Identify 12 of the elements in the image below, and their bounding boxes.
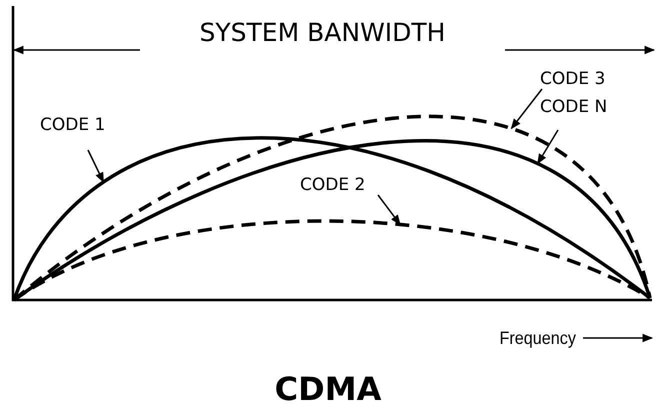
curve-label: CODE N (540, 96, 608, 118)
leader-line (537, 130, 559, 164)
curve-label: CODE 1 (40, 114, 106, 136)
dashed-curve (13, 219, 651, 302)
caption: CDMA (274, 370, 382, 408)
leader-line (377, 194, 401, 226)
leader-line (510, 88, 543, 130)
curve-label: CODE 3 (540, 68, 606, 90)
leader-line (87, 150, 104, 183)
curve-label: CODE 2 (300, 174, 366, 196)
dimension-label: SYSTEM BANWIDTH (198, 18, 446, 48)
axis-label: Frequency (498, 327, 576, 350)
